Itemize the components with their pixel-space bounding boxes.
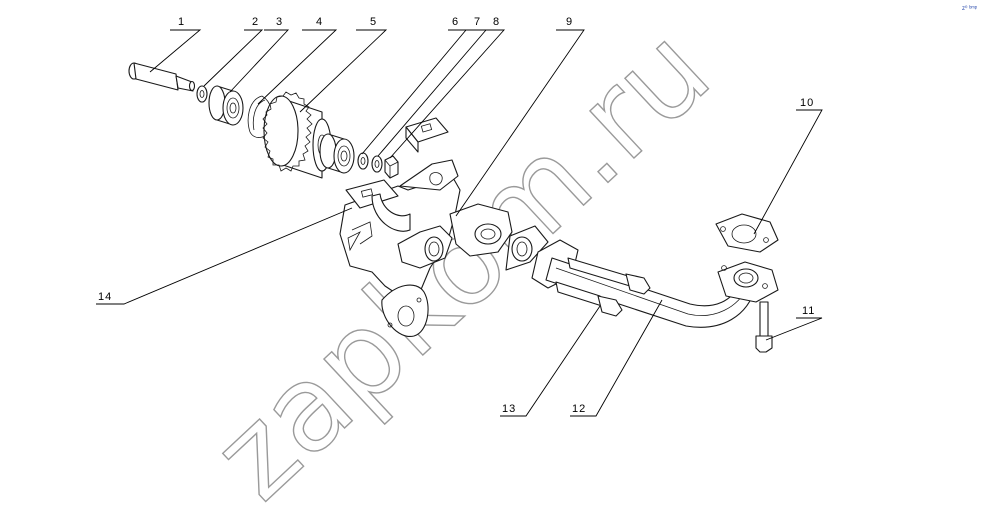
callout-2: 2 — [252, 16, 259, 28]
leader-lines — [96, 29, 823, 417]
part-14-pump-housing — [339, 117, 513, 337]
corner-mark: z⁰ ᵇᵐᵖ — [962, 5, 978, 12]
part-2-washer — [196, 85, 208, 103]
callout-8: 8 — [493, 16, 500, 28]
part-bearing-second — [319, 133, 355, 174]
callout-13: 13 — [502, 403, 516, 415]
callout-labels: 1 2 3 4 5 6 7 8 9 10 11 12 13 14 — [98, 16, 815, 415]
callout-4: 4 — [316, 16, 323, 28]
part-5-gear — [262, 91, 332, 179]
callout-5: 5 — [370, 16, 377, 28]
part-11-bolt — [755, 301, 773, 353]
part-7-washer — [371, 155, 383, 173]
part-3-bearing — [208, 85, 244, 126]
callout-3: 3 — [276, 16, 283, 28]
callout-9: 9 — [566, 16, 573, 28]
callout-7: 7 — [474, 16, 481, 28]
part-10-gasket — [715, 213, 779, 253]
callout-10: 10 — [800, 97, 814, 109]
part-13-bolt-lower — [555, 281, 623, 317]
callout-12: 12 — [572, 403, 586, 415]
part-6-washer — [357, 152, 369, 170]
callout-6: 6 — [452, 16, 459, 28]
callout-14: 14 — [98, 291, 112, 303]
callout-1: 1 — [178, 16, 185, 28]
callout-11: 11 — [802, 305, 815, 317]
part-1-shaft — [128, 62, 196, 92]
part-8-nut — [384, 155, 399, 179]
part-13-bolt-upper — [567, 257, 651, 295]
